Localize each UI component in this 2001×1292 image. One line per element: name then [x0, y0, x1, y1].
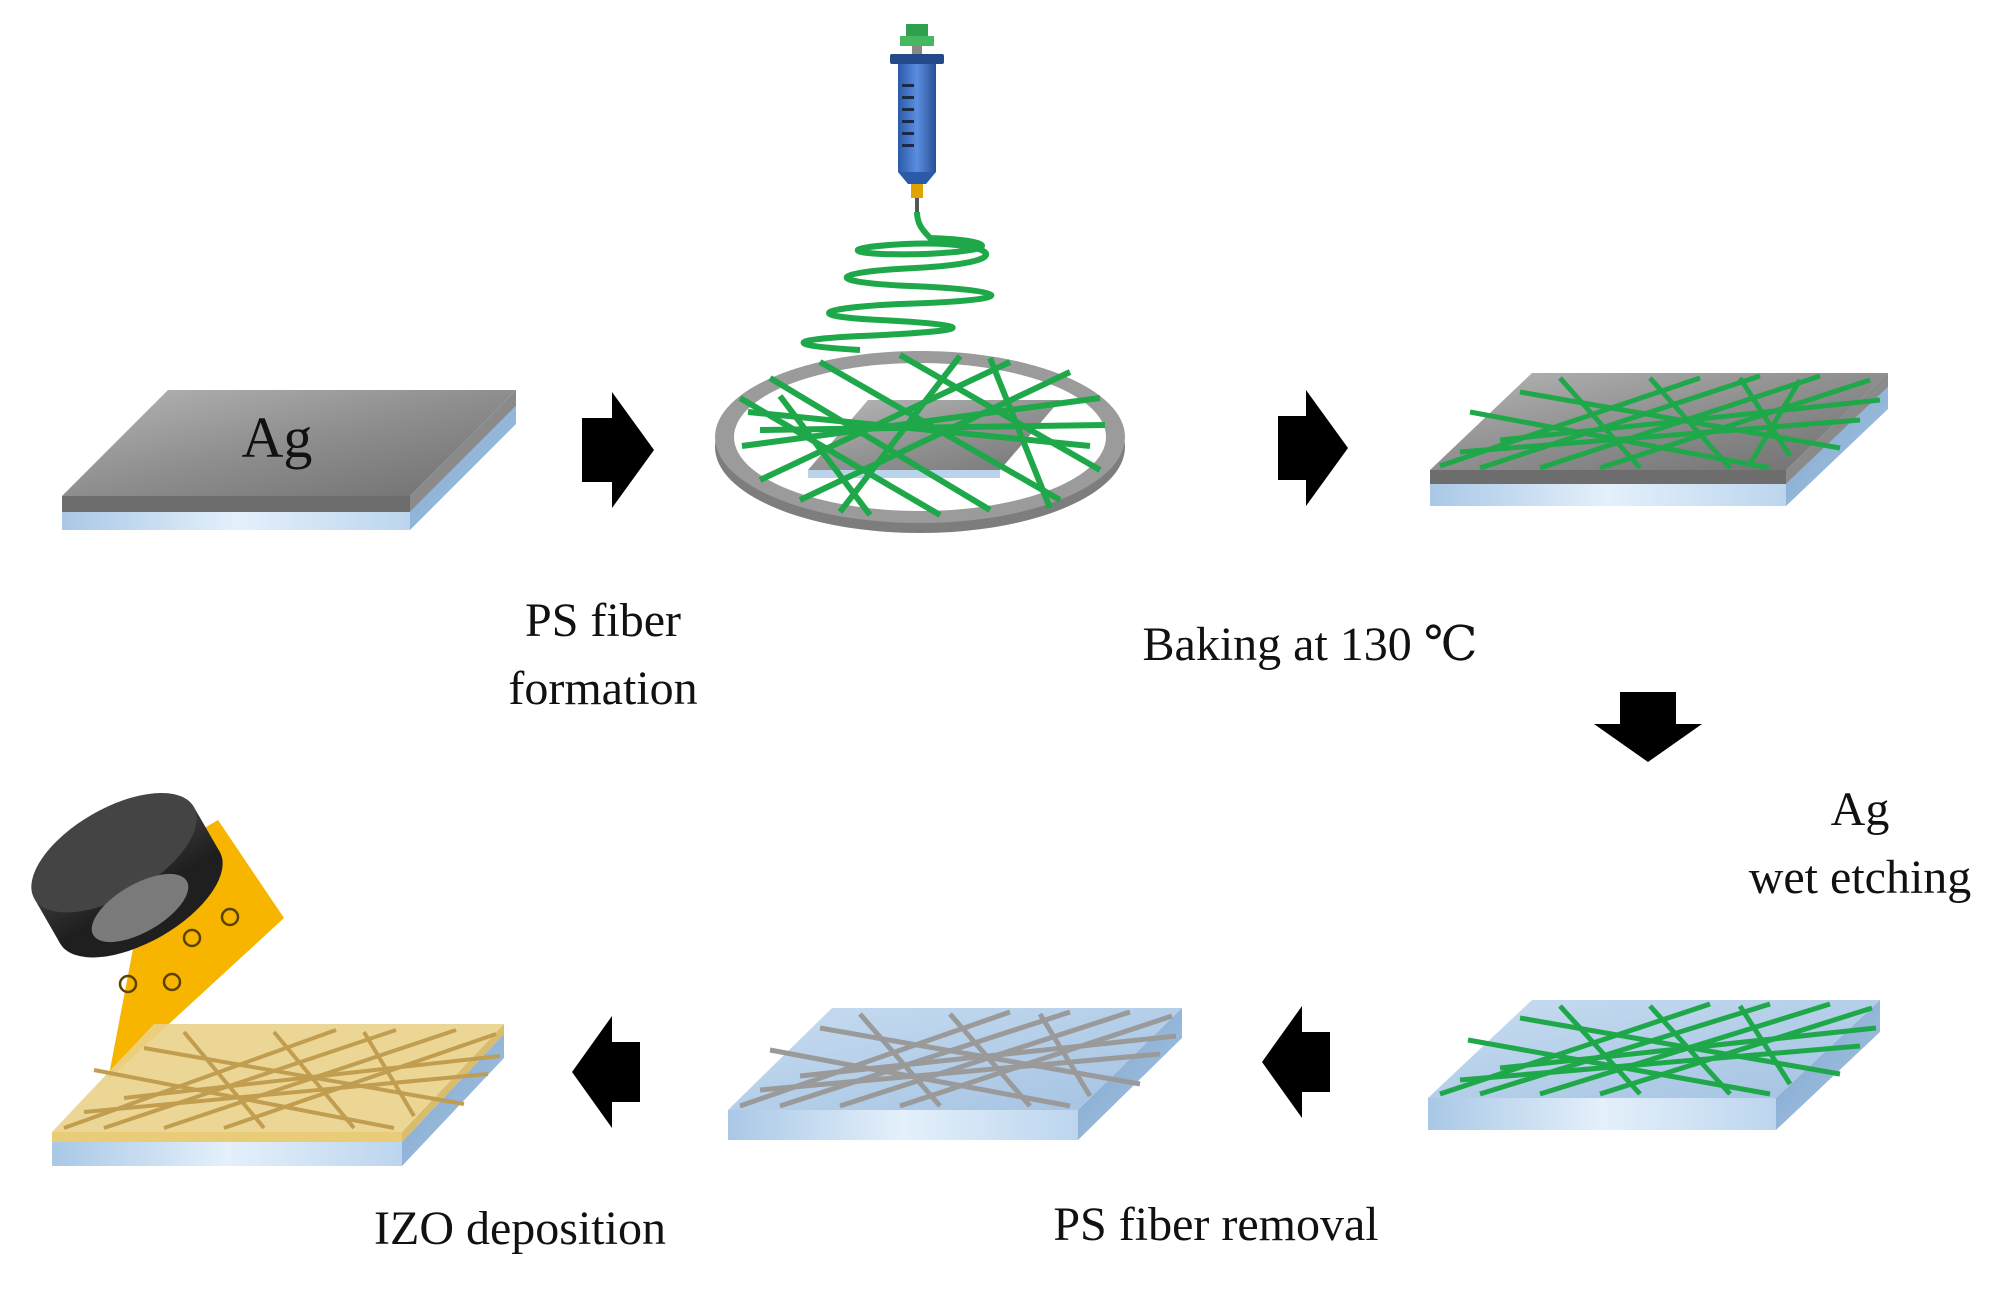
arrow-left-icon [1262, 1006, 1330, 1118]
ps-fiber-removal-label: PS fiber removal [1053, 1198, 1378, 1251]
syringe-icon [890, 24, 944, 212]
arrow-down-icon [1594, 692, 1702, 762]
arrow-right-icon [582, 392, 654, 508]
wet-etching-line2: wet etching [1749, 851, 1972, 904]
izo-deposition-label: IZO deposition [374, 1202, 666, 1255]
fiber-mesh-collector [738, 352, 1106, 518]
arrow-right-icon [1278, 390, 1348, 506]
fiber-mesh-etched [1439, 1001, 1877, 1097]
wet-etching-line1: Ag [1831, 783, 1890, 836]
izo-groove-pattern [63, 1028, 501, 1130]
ps-fiber-formation-line2: formation [508, 662, 697, 715]
ps-fiber-formation-line1: PS fiber [525, 594, 681, 647]
groove-pattern [739, 1009, 1177, 1109]
fiber-mesh-baked [1439, 373, 1881, 471]
baking-label: Baking at 130 ℃ [1143, 618, 1478, 671]
ag-label: Ag [242, 405, 313, 470]
arrow-left-icon [572, 1016, 640, 1128]
ag-substrate [62, 390, 516, 530]
sputter-target-icon [31, 792, 223, 958]
fiber-spiral [800, 211, 995, 353]
